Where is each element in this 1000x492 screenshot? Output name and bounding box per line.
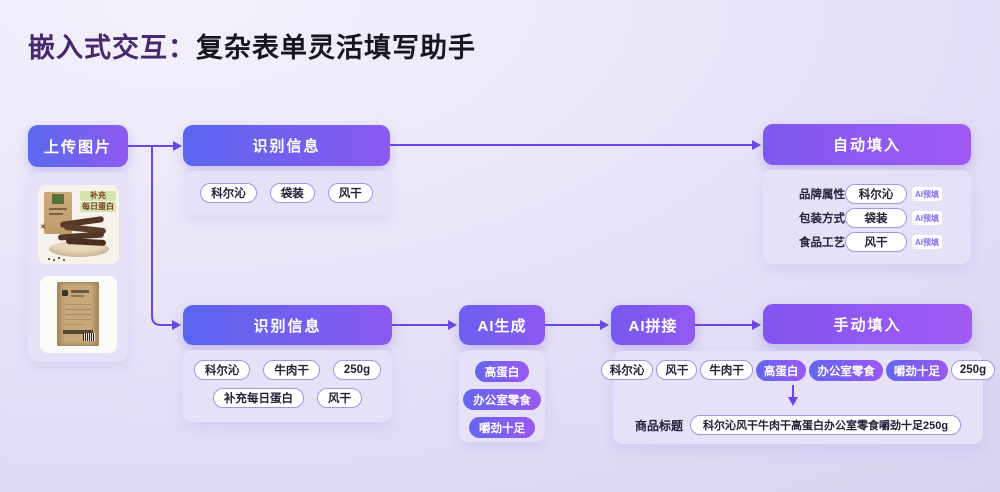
arrowhead bbox=[173, 141, 182, 151]
arrowhead bbox=[752, 320, 761, 330]
bag-text-line bbox=[65, 324, 85, 325]
auto-fill-node[interactable]: 自动填入 bbox=[763, 124, 971, 165]
product-title-row: 商品标题 科尔沁风干牛肉干高蛋白办公室零食嚼劲十足250g bbox=[613, 415, 983, 435]
tag-pill[interactable]: 科尔沁 bbox=[600, 360, 654, 380]
photo-caption-line1: 补充 bbox=[80, 191, 116, 201]
recognize-tags-card-top: 科尔沁 袋装 风干 bbox=[183, 171, 390, 215]
bag-title-line bbox=[71, 290, 89, 293]
bag-title-line bbox=[71, 295, 84, 297]
bag-dark-band bbox=[63, 330, 93, 334]
merge-result-card: 科尔沁 风干 牛肉干 高蛋白 办公室零食 嚼劲十足 250g 商品标题 科尔沁风… bbox=[600, 351, 996, 444]
tag-pill[interactable]: 牛肉干 bbox=[700, 360, 753, 380]
ai-tag-pill[interactable]: 高蛋白 bbox=[474, 361, 530, 382]
arrow-upload-to-recognize-bottom bbox=[151, 146, 172, 326]
kraft-bag-back-illustration bbox=[57, 282, 99, 346]
tag-pill[interactable]: 250g bbox=[332, 360, 382, 380]
product-photo-package-back bbox=[40, 276, 117, 353]
ai-prefill-badge: AI预填 bbox=[912, 235, 942, 249]
tag-pill[interactable]: 牛肉干 bbox=[263, 360, 320, 380]
auto-fill-form-card: 品牌属性 科尔沁 AI预填 包装方式 袋装 AI预填 食品工艺 风干 AI预填 bbox=[763, 170, 971, 264]
ai-tag-pill[interactable]: 嚼劲十足 bbox=[469, 417, 535, 438]
tag-pill[interactable]: 科尔沁 bbox=[200, 183, 257, 203]
arrowhead bbox=[600, 320, 609, 330]
field-value-pill[interactable]: 袋装 bbox=[845, 208, 907, 228]
ai-tag-pill[interactable]: 办公室零食 bbox=[809, 360, 883, 381]
product-images-card: 补充 每日蛋白 ✶ bbox=[28, 172, 128, 362]
bag-text-line bbox=[65, 304, 91, 305]
photo-caption-line2: 每日蛋白 bbox=[80, 202, 116, 212]
field-value-pill[interactable]: 风干 bbox=[845, 232, 907, 252]
form-row-packaging: 包装方式 袋装 AI预填 bbox=[799, 208, 942, 228]
field-value-pill[interactable]: 科尔沁 bbox=[845, 184, 907, 204]
product-title-label: 商品标题 bbox=[634, 418, 683, 433]
ai-generate-node[interactable]: AI生成 bbox=[459, 305, 545, 345]
upload-image-button[interactable]: 上传图片 bbox=[28, 125, 128, 167]
ai-tag-pill[interactable]: 高蛋白 bbox=[755, 360, 807, 381]
recognize-tags-card-bottom: 科尔沁 牛肉干 250g 补充每日蛋白 风干 bbox=[183, 350, 392, 422]
photo-caption: 补充 每日蛋白 bbox=[80, 191, 116, 213]
arrowhead bbox=[448, 320, 457, 330]
ai-splice-node[interactable]: AI拼接 bbox=[611, 305, 695, 345]
tag-pill[interactable]: 风干 bbox=[317, 388, 362, 408]
field-label: 品牌属性 bbox=[799, 189, 845, 201]
tag-pill[interactable]: 风干 bbox=[656, 360, 698, 380]
arrowhead bbox=[752, 140, 761, 150]
bag-text-line bbox=[65, 314, 91, 315]
field-label: 食品工艺 bbox=[799, 237, 845, 249]
ai-tag-pill[interactable]: 办公室零食 bbox=[463, 389, 541, 410]
arrowhead bbox=[172, 320, 181, 330]
tag-pill[interactable]: 科尔沁 bbox=[193, 360, 251, 380]
tag-pill[interactable]: 风干 bbox=[327, 183, 373, 203]
barcode-illustration bbox=[83, 333, 95, 341]
tag-pill[interactable]: 250g bbox=[950, 360, 996, 380]
tag-pill[interactable]: 袋装 bbox=[269, 183, 315, 203]
kraft-bag-illustration bbox=[44, 192, 72, 234]
peppercorns-illustration bbox=[48, 258, 50, 260]
merged-tags-row: 科尔沁 风干 牛肉干 高蛋白 办公室零食 嚼劲十足 250g bbox=[600, 360, 996, 381]
product-title-pill[interactable]: 科尔沁风干牛肉干高蛋白办公室零食嚼劲十足250g bbox=[689, 415, 962, 435]
manual-fill-node[interactable]: 手动填入 bbox=[763, 304, 972, 344]
page-title-main: 复杂表单灵活填写助手 bbox=[196, 33, 476, 63]
page-title-highlight: 嵌入式交互： bbox=[28, 33, 196, 63]
bag-logo bbox=[62, 290, 68, 296]
ai-prefill-badge: AI预填 bbox=[912, 211, 942, 225]
field-label: 包装方式 bbox=[799, 213, 845, 225]
bag-text-line bbox=[49, 213, 63, 215]
form-row-brand: 品牌属性 科尔沁 AI预填 bbox=[799, 184, 942, 204]
ai-prefill-badge: AI预填 bbox=[912, 187, 942, 201]
bag-green-label bbox=[52, 194, 64, 204]
ai-tag-pill[interactable]: 嚼劲十足 bbox=[885, 360, 948, 381]
page-title: 嵌入式交互：复杂表单灵活填写助手 bbox=[28, 26, 476, 65]
bag-text-line bbox=[65, 309, 91, 310]
tag-pill[interactable]: 补充每日蛋白 bbox=[213, 388, 304, 408]
bag-text-line bbox=[65, 319, 91, 320]
product-photo-jerky: 补充 每日蛋白 ✶ bbox=[38, 185, 119, 264]
star-anise-illustration: ✶ bbox=[39, 222, 48, 233]
form-row-process: 食品工艺 风干 AI预填 bbox=[799, 232, 942, 252]
ai-generate-tags-card: 高蛋白 办公室零食 嚼劲十足 bbox=[459, 350, 545, 442]
bag-text-line bbox=[49, 208, 67, 210]
recognize-info-node-bottom[interactable]: 识别信息 bbox=[183, 305, 392, 345]
recognize-info-node-top[interactable]: 识别信息 bbox=[183, 125, 390, 166]
